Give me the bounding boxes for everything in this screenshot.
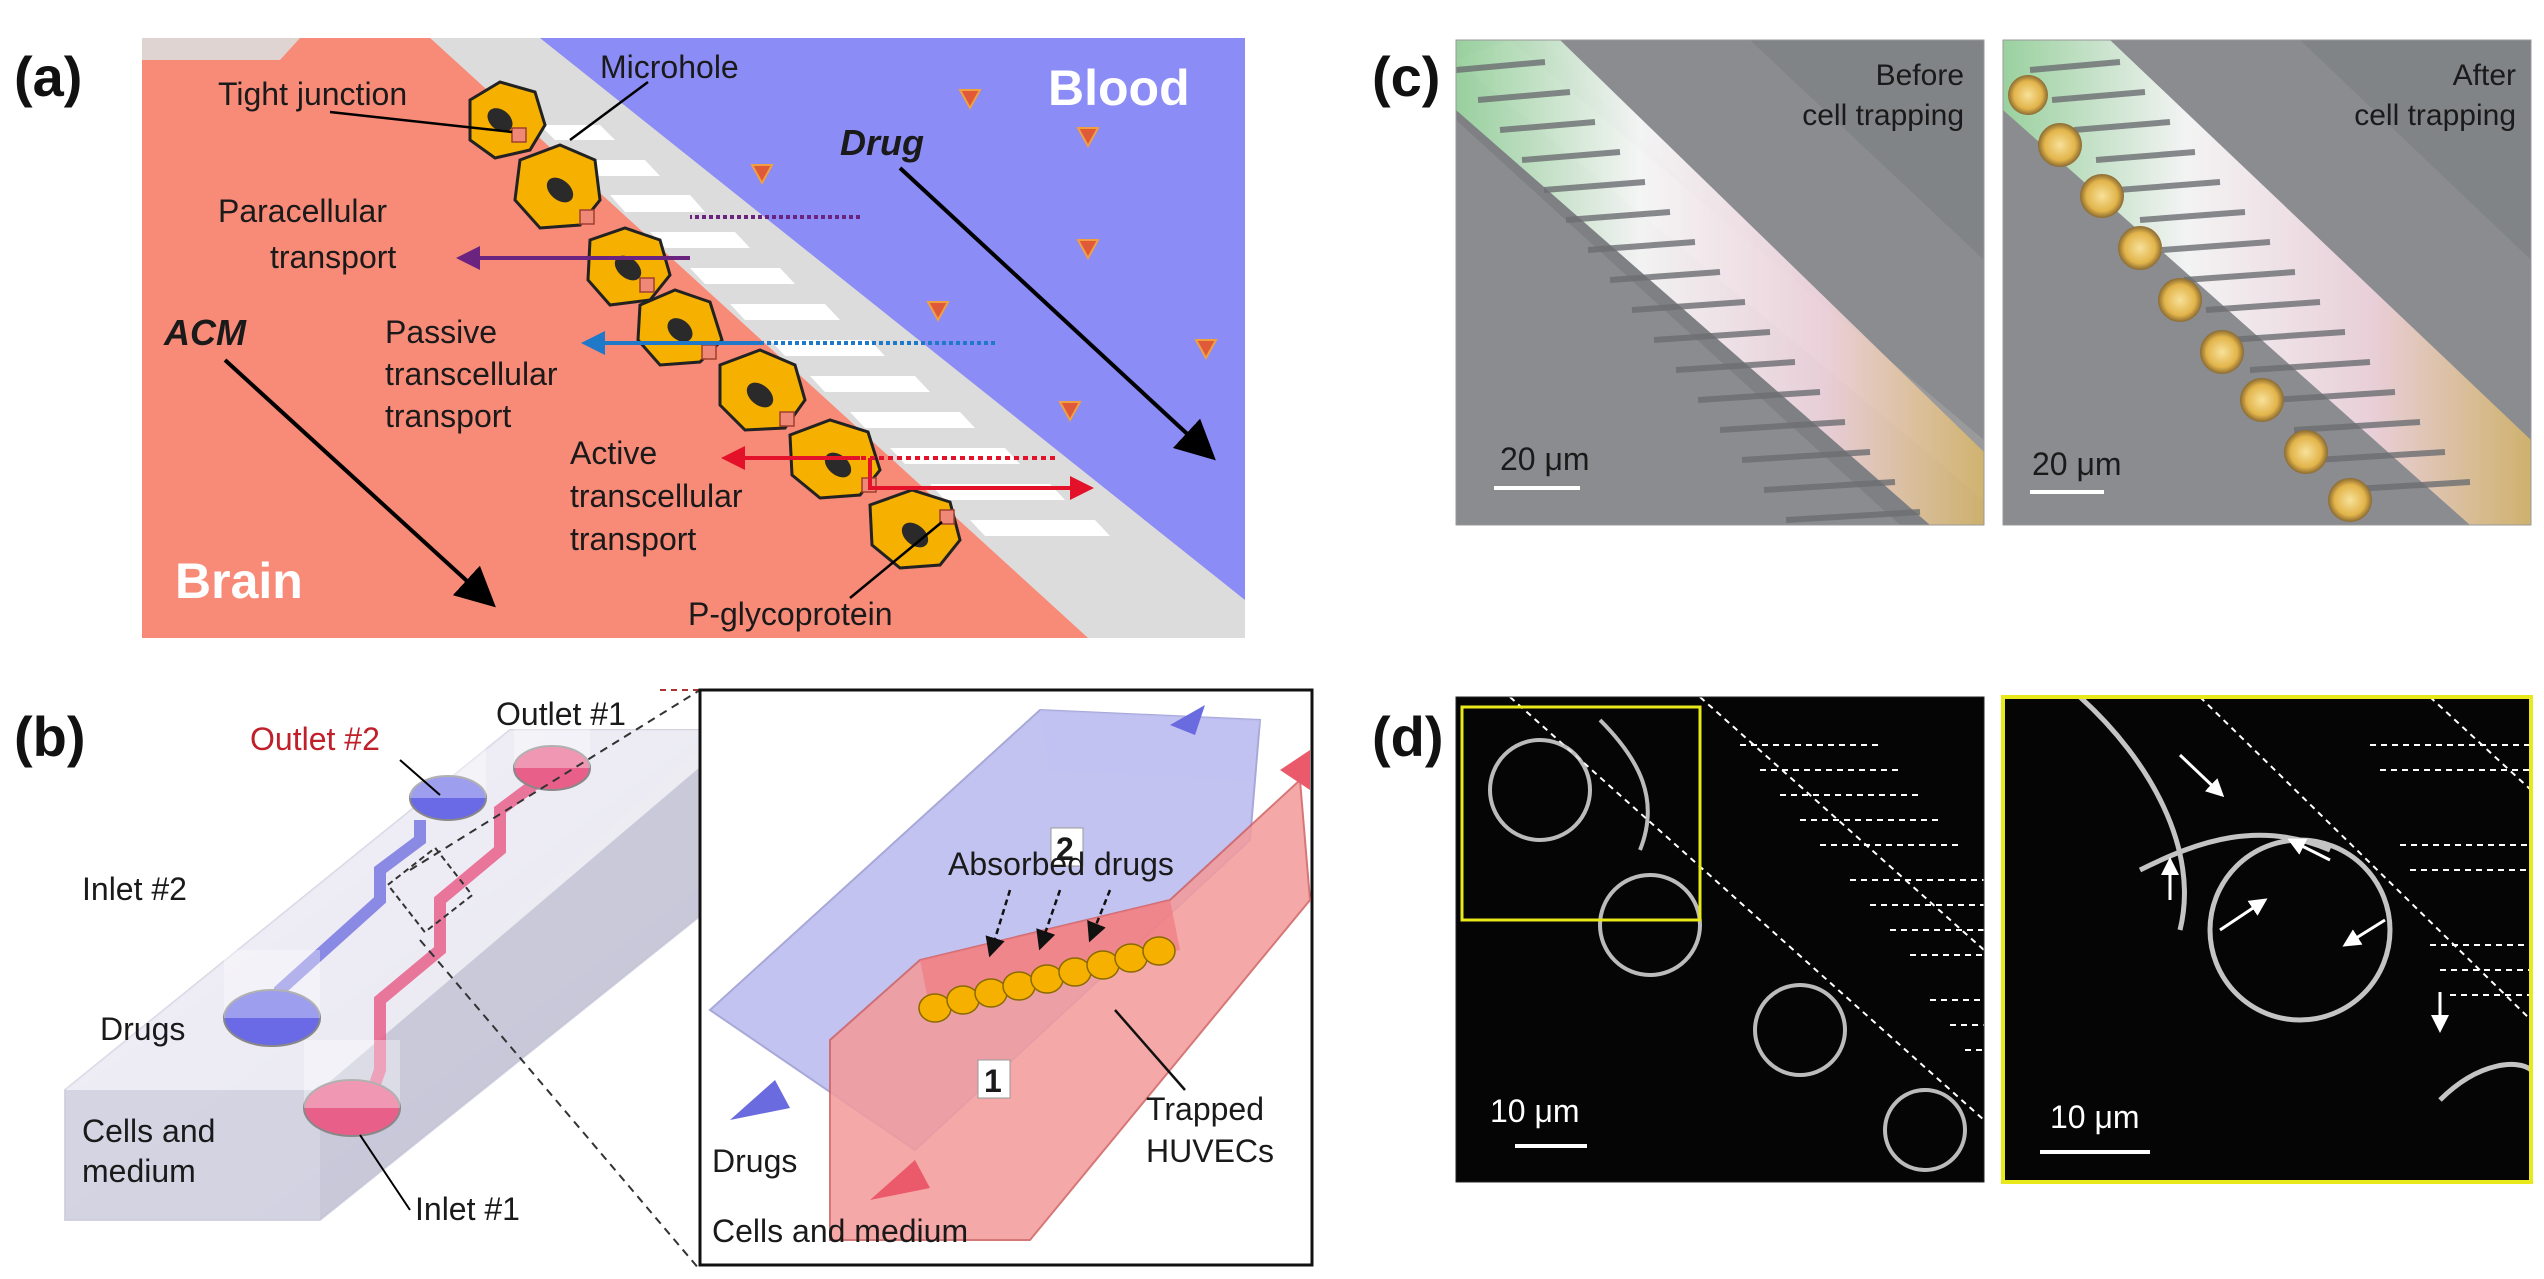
panel-b: (b) Outlet #2 Outlet #1 [14, 688, 1314, 1271]
scale-label-d-right: 10 μm [2050, 1099, 2140, 1135]
zoom-channel-diagram [708, 705, 1312, 1241]
label-blood: Blood [1048, 60, 1190, 116]
nuclei [487, 108, 929, 548]
label-drug: Drug [840, 122, 924, 163]
chip-side [65, 1090, 320, 1220]
chip-top-face [65, 730, 720, 1090]
zoom-connector-b [419, 939, 701, 1271]
scale-label-c-right: 20 μm [2032, 446, 2122, 482]
label-passive-2: transcellular [385, 356, 558, 392]
fluorescence-right-frame [2001, 695, 2533, 1184]
panel-a-letter: (a) [14, 45, 82, 108]
zoom-region [386, 846, 474, 934]
active-efflux-arrow [868, 458, 1094, 500]
red-out-arrow [1280, 750, 1310, 790]
trapped-cells-image [2008, 75, 2372, 522]
micrograph-after-frame [2002, 39, 2532, 526]
microholes [540, 125, 1110, 536]
tight-junction-leader [329, 110, 513, 134]
label-paracellular-2: transport [270, 239, 396, 275]
micrograph-after [2003, 40, 2531, 525]
label-trapped-2: HUVECs [1146, 1133, 1274, 1169]
label-channel-1: 1 [984, 1063, 1002, 1099]
label-paracellular-1: Paracellular [218, 193, 387, 229]
label-cells-medium-1: Cells and [82, 1113, 215, 1149]
label-passive-1: Passive [385, 314, 497, 350]
label-inlet2: Inlet #2 [82, 871, 187, 907]
caption-before-2: cell trapping [1802, 99, 1964, 132]
chip-side-right [320, 750, 720, 1220]
drug-molecules [750, 89, 1218, 423]
label-pgp: P-glycoprotein [688, 596, 893, 632]
panel-c-letter: (c) [1372, 45, 1440, 108]
pgp-leader [849, 521, 943, 599]
label-microhole: Microhole [600, 49, 739, 85]
outlet2-leader [399, 759, 441, 796]
scale-label-c-left: 20 μm [1500, 441, 1590, 477]
inset-marker [1460, 705, 1702, 922]
blue-in-arrow [730, 1080, 790, 1120]
label-channel-2: 2 [1056, 831, 1074, 867]
membrane-top-gap [142, 38, 300, 60]
panel-d-letter: (d) [1372, 705, 1444, 768]
panel-a: (a) [14, 38, 1245, 638]
inlet1-leader [359, 1134, 411, 1211]
trapped-cells [918, 936, 1176, 1023]
acm-flow-arrow [223, 358, 496, 608]
caption-after-2: cell trapping [2354, 99, 2516, 132]
panel-b-letter: (b) [14, 705, 86, 768]
tight-junctions [511, 127, 955, 525]
caption-after-1: After [2453, 59, 2516, 92]
micrograph-before [1456, 40, 1984, 525]
label-outlet1: Outlet #1 [496, 696, 626, 732]
panel-c: (c) [1372, 39, 2532, 526]
label-outlet2: Outlet #2 [250, 721, 380, 757]
label-zoom-drugs: Drugs [712, 1143, 797, 1179]
fluorescence-left [1456, 697, 1984, 1182]
label-active-3: transport [570, 521, 696, 557]
label-active-1: Active [570, 435, 657, 471]
inlet2-well [223, 989, 321, 1047]
outlet2-well [409, 775, 487, 821]
fluorescence-right [2003, 697, 2531, 1182]
label-absorbed-drugs: Absorbed drugs [948, 846, 1174, 882]
inlet1-well [303, 1079, 401, 1137]
label-acm: ACM [163, 312, 247, 353]
scale-label-d-left: 10 μm [1490, 1093, 1580, 1129]
outlet1-well [513, 745, 591, 791]
micrograph-before-frame [1455, 39, 1985, 526]
microhole-leader [569, 80, 649, 142]
label-brain: Brain [175, 553, 303, 609]
fluorescence-left-frame [1455, 696, 1985, 1183]
label-active-2: transcellular [570, 478, 743, 514]
red-in-arrow [870, 1160, 930, 1200]
label-trapped-1: Trapped [1146, 1091, 1264, 1127]
label-cells-medium-2: medium [82, 1153, 196, 1189]
blue-out-arrow [1170, 705, 1205, 735]
wells [223, 712, 591, 1137]
drug-flow-arrow [898, 166, 1216, 461]
label-zoom-cells: Cells and medium [712, 1213, 968, 1249]
panel-d: (d) [1372, 695, 2533, 1184]
zoom-connector-a [409, 689, 701, 871]
label-drugs: Drugs [100, 1011, 185, 1047]
caption-before-1: Before [1876, 59, 1964, 92]
label-inlet1: Inlet #1 [415, 1191, 520, 1227]
label-tight-junction: Tight junction [218, 76, 407, 112]
label-passive-3: transport [385, 398, 511, 434]
